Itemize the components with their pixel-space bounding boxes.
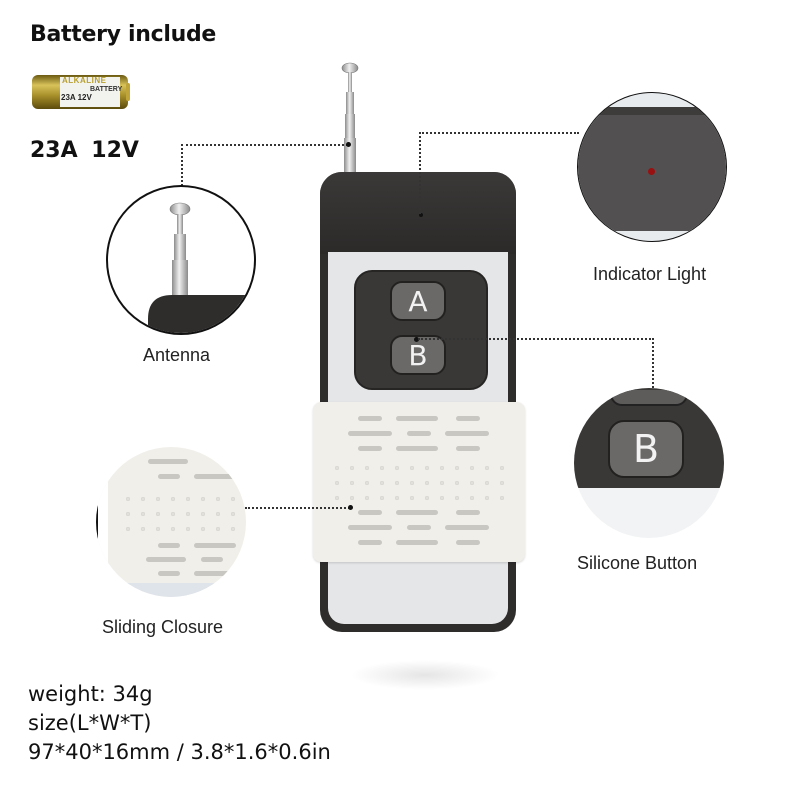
closure-zoom-circle [96,447,246,597]
silicone-zoom-circle: B [574,388,724,538]
indicator-caption: Indicator Light [593,264,707,284]
closure-caption: Sliding Closure [102,617,224,637]
battery-spec: 23A 12V [30,138,139,163]
indicator-led-icon [648,168,655,175]
silicone-caption: Silicone Button [577,553,698,573]
antenna-icon [341,62,359,180]
battery-label [60,77,120,107]
battery-terminal [126,83,130,101]
button-pin [414,337,419,342]
spec-weight: weight: 34g [28,682,153,706]
antenna-pin [346,142,351,147]
battery-model: 23A 12V [61,93,92,102]
indicator-led [419,213,423,217]
product-shadow [350,660,500,690]
silicone-detail-key-b: B [608,420,684,478]
spec-dimensions: 97*40*16mm / 3.8*1.6*0.6in [28,740,331,764]
closure-detail-outline [96,447,112,597]
battery-type: BATTERY [90,86,123,93]
remote-top-cap [320,172,516,254]
closure-leader-line [245,507,350,509]
indicator-detail-edge [578,107,726,115]
antenna-caption: Antenna [143,345,211,365]
antenna-leader-line [181,144,348,202]
button-a[interactable]: A [390,281,446,321]
button-b[interactable]: B [390,335,446,375]
closure-detail-face [96,583,246,597]
antenna-zoom-circle [106,185,256,335]
spec-block: weight: 34g size(L*W*T) 97*40*16mm / 3.8… [28,680,331,767]
antenna-detail-icon [148,202,254,333]
page-title: Battery include [30,22,217,47]
closure-pin [348,505,353,510]
battery-image: ALKALINE BATTERY 23A 12V [32,75,130,109]
indicator-zoom-circle [577,92,727,242]
battery-brand: ALKALINE [62,76,107,85]
spec-size-label: size(L*W*T) [28,711,152,735]
button-leader-line [418,338,654,396]
sliding-closure[interactable] [313,402,525,562]
indicator-leader-line [419,132,579,214]
silicone-detail-key-a [610,390,688,406]
